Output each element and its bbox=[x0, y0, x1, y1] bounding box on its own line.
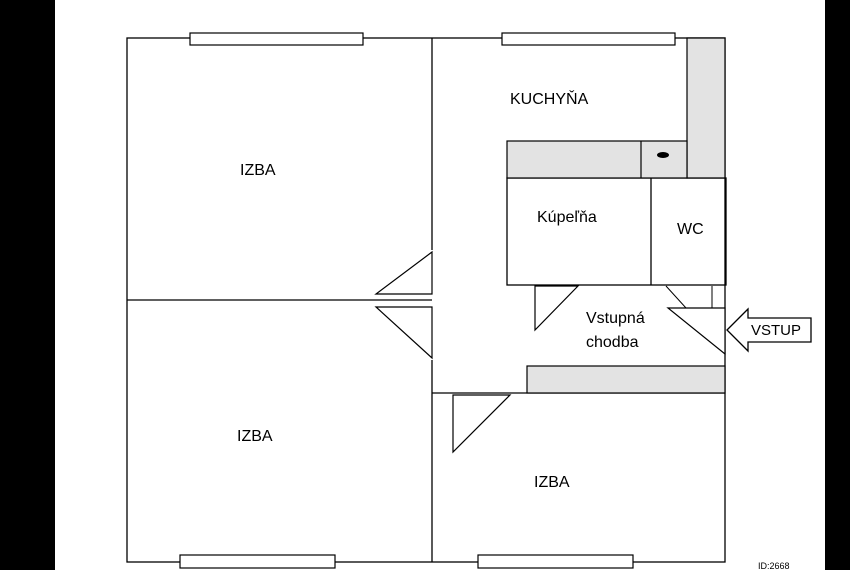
label-room-bottom-right: IZBA bbox=[534, 474, 570, 491]
wc-door bbox=[665, 285, 713, 309]
label-id: ID:2668 bbox=[758, 561, 790, 570]
window-bottom-left bbox=[179, 554, 336, 569]
door-top-left-room bbox=[374, 250, 433, 295]
kitchen-counter-horizontal bbox=[506, 140, 688, 179]
window-top-right bbox=[501, 32, 676, 46]
label-kitchen: KUCHYŇA bbox=[510, 89, 589, 108]
windows bbox=[179, 32, 676, 569]
label-room-bottom-left: IZBA bbox=[237, 428, 273, 445]
window-bottom-right bbox=[477, 554, 634, 569]
window-top-left bbox=[189, 32, 364, 46]
label-entrance: VSTUP bbox=[751, 322, 801, 339]
label-wc: WC bbox=[677, 221, 704, 238]
sink-icon bbox=[657, 152, 669, 158]
label-room-top-left: IZBA bbox=[240, 162, 276, 179]
label-hall-line2: chodba bbox=[586, 334, 639, 351]
door-bottom-left-room bbox=[374, 306, 433, 360]
entrance-arrow-icon bbox=[726, 307, 812, 353]
hall-wardrobe bbox=[526, 365, 726, 394]
door-bathroom bbox=[534, 285, 580, 332]
kitchen-counter-vertical bbox=[686, 37, 726, 179]
label-hall-line1: Vstupná bbox=[586, 310, 645, 327]
door-entrance bbox=[666, 307, 726, 356]
doors bbox=[374, 250, 726, 454]
door-bottom-right-room bbox=[452, 394, 512, 454]
label-bathroom: Kúpeľňa bbox=[537, 209, 597, 226]
walls bbox=[126, 37, 727, 563]
fixtures bbox=[506, 37, 726, 394]
wc-door-swing bbox=[665, 285, 713, 309]
